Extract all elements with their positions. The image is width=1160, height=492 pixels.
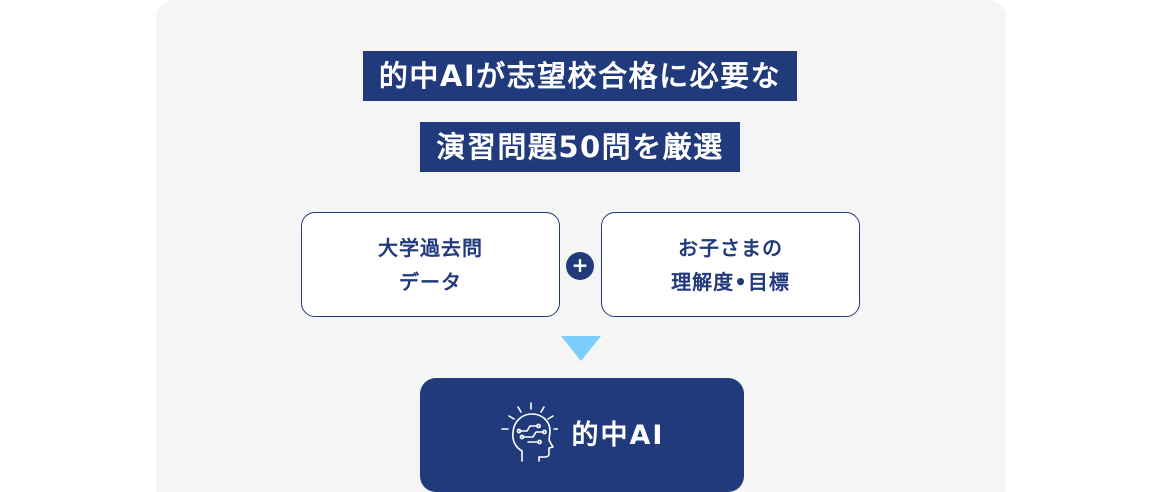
headline-line-1: 的中AIが志望校合格に必要な xyxy=(0,51,1160,101)
headline-line-2: 演習問題50問を厳選 xyxy=(0,122,1160,172)
input-card-child-understanding: お子さまの 理解度•目標 xyxy=(601,212,860,317)
down-arrow-icon xyxy=(561,336,601,361)
ai-result-box: 的中AI xyxy=(420,378,744,492)
input-card-child-understanding-line-1: お子さまの xyxy=(678,235,783,260)
input-card-past-exams-line-2: データ xyxy=(399,269,462,294)
headline-line-2-text: 演習問題50問を厳選 xyxy=(420,122,740,172)
headline-line-1-text: 的中AIが志望校合格に必要な xyxy=(362,51,798,101)
input-card-child-understanding-line-2: 理解度•目標 xyxy=(671,269,790,294)
ai-brain-head-icon xyxy=(500,402,558,462)
plus-icon: + xyxy=(566,252,594,280)
input-card-past-exams: 大学過去問 データ xyxy=(301,212,560,317)
input-card-past-exams-line-1: 大学過去問 xyxy=(378,235,483,260)
ai-result-label: 的中AI xyxy=(571,419,665,451)
